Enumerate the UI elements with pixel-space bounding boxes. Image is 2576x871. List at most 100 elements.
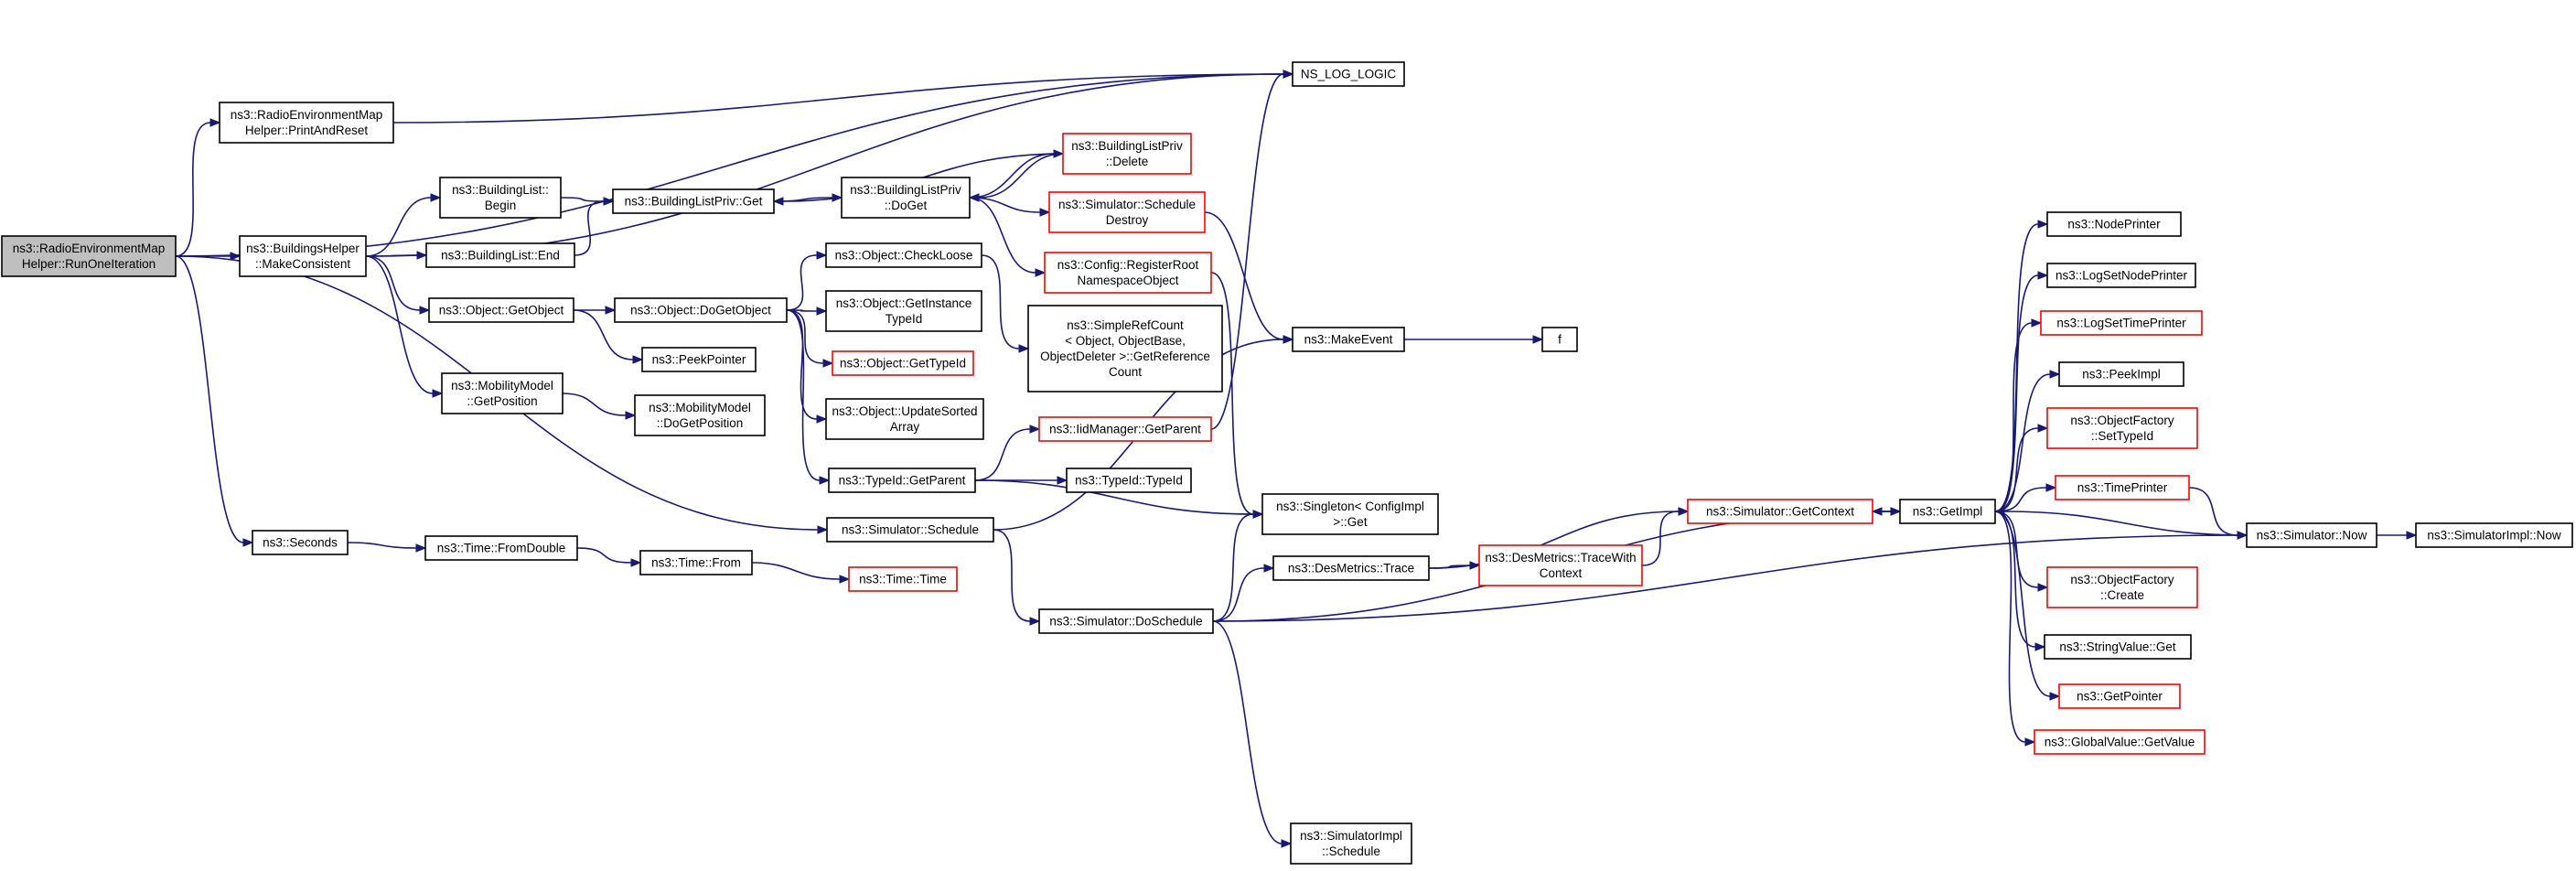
graph-node-n0[interactable]: ns3::RadioEnvironmentMapHelper::RunOneIt… [1, 235, 177, 277]
graph-node-n15[interactable]: ns3::Object::GetTypeId [832, 350, 974, 376]
edge-line [993, 529, 1031, 622]
graph-node-n7[interactable]: ns3::BuildingListPriv::DoGet [841, 177, 971, 219]
edge-line [969, 197, 1036, 274]
node-label-line: ns3::PeekPointer [652, 353, 746, 367]
edge-line [786, 309, 818, 420]
graph-node-n5[interactable]: ns3::BuildingList::End [425, 242, 575, 268]
edge-arrowhead-icon [816, 306, 828, 316]
node-label-line: ns3::GetImpl [1913, 505, 1983, 519]
graph-node-n48[interactable]: ns3::Simulator::Now [2246, 522, 2377, 548]
node-box [825, 242, 982, 268]
edge-arrowhead-icon [839, 575, 851, 584]
graph-node-n12[interactable]: ns3::Object::DoGetObject [614, 297, 788, 323]
edge-line [786, 309, 821, 481]
graph-node-n21[interactable]: ns3::IidManager::GetParent [1038, 416, 1212, 442]
graph-node-n45[interactable]: ns3::StringValue::Get [2044, 634, 2192, 660]
node-label-line: ns3::MakeEvent [1304, 333, 1393, 347]
graph-node-n31[interactable]: ns3::Time::Time [848, 566, 958, 592]
graph-node-n38[interactable]: ns3::NodePrinter [2046, 211, 2182, 237]
call-edge-n32-n36 [1212, 620, 1293, 848]
node-label-line: ns3::SimpleRefCount [1067, 318, 1184, 332]
graph-node-n46[interactable]: ns3::GetPointer [2058, 683, 2181, 709]
node-label-line: ::DoGetPosition [657, 416, 744, 430]
graph-node-n20[interactable]: ns3::MobilityModel::DoGetPosition [634, 394, 766, 436]
graph-node-n41[interactable]: ns3::PeekImpl [2058, 361, 2184, 387]
node-label-line: ns3::Object::GetInstance [836, 296, 972, 310]
graph-node-n19[interactable]: ns3::MobilityModel::GetPosition [441, 372, 564, 414]
graph-node-n13[interactable]: ns3::Object::CheckLoose [825, 242, 982, 268]
graph-node-n44[interactable]: ns3::ObjectFactory::Create [2046, 566, 2198, 608]
node-label-line: ns3::Object::GetTypeId [840, 357, 966, 371]
node-box [2046, 407, 2198, 449]
graph-node-n39[interactable]: ns3::LogSetNodePrinter [2046, 263, 2196, 288]
graph-node-n33[interactable]: ns3::DesMetrics::Trace [1272, 555, 1430, 581]
edge-arrowhead-icon [1532, 335, 1544, 344]
node-box [2246, 522, 2377, 548]
graph-node-n2[interactable]: ns3::RadioEnvironmentMapHelper::PrintAnd… [219, 102, 394, 144]
edge-arrowhead-icon [968, 193, 980, 202]
edge-arrowhead-icon [1029, 617, 1041, 626]
call-edge-n3-n4 [365, 193, 442, 257]
graph-node-n11[interactable]: ns3::Object::GetObject [428, 297, 574, 323]
graph-node-n30[interactable]: ns3::Time::From [639, 550, 753, 575]
graph-node-n47[interactable]: ns3::GlobalValue::GetValue [2034, 729, 2206, 755]
graph-node-n24[interactable]: ns3::MakeEvent [1292, 327, 1405, 352]
call-edge-n3-n5 [365, 251, 428, 260]
graph-node-n42[interactable]: ns3::ObjectFactory::SetTypeId [2046, 407, 2198, 449]
call-edge-n37-n43 [1994, 483, 2057, 512]
call-edge-n28-n29 [347, 542, 427, 553]
call-edge-n34-n35 [1641, 507, 1690, 566]
edge-line [365, 255, 434, 394]
node-box [828, 468, 976, 493]
call-edge-n21-n1 [1210, 70, 1294, 430]
node-label-line: ::Schedule [1322, 844, 1380, 858]
graph-node-n1[interactable]: NS_LOG_LOGIC [1292, 61, 1405, 87]
edge-arrowhead-icon [817, 525, 829, 534]
call-edge-n37-n35 [1871, 507, 1901, 516]
edge-arrowhead-icon [1018, 344, 1030, 353]
node-label-line: ns3::ObjectFactory [2070, 573, 2174, 586]
graph-node-n8[interactable]: ns3::BuildingListPriv::Delete [1062, 133, 1192, 175]
edge-arrowhead-icon [1057, 476, 1068, 485]
call-edge-n12-n15 [786, 309, 834, 368]
graph-node-n4[interactable]: ns3::BuildingList::Begin [439, 177, 562, 219]
graph-node-n18[interactable]: ns3::PeekPointer [641, 347, 757, 372]
node-label-line: ns3::SimulatorImpl::Now [2427, 529, 2561, 543]
node-label-line: ns3::Simulator::Schedule [842, 523, 979, 537]
edge-arrowhead-icon [2034, 642, 2046, 651]
node-label-line: Helper::PrintAndReset [245, 124, 369, 137]
graph-node-n35[interactable]: ns3::Simulator::GetContext [1687, 499, 1873, 524]
graph-node-n40[interactable]: ns3::LogSetTimePrinter [2040, 310, 2203, 336]
graph-node-n22[interactable]: ns3::TypeId::GetParent [828, 468, 976, 493]
node-label-line: Array [890, 420, 920, 434]
graph-node-n26[interactable]: ns3::Singleton< ConfigImpl>::Get [1261, 493, 1439, 535]
edge-arrowhead-icon [1871, 507, 1883, 516]
edge-line [573, 309, 634, 360]
call-edge-n32-n26 [1212, 510, 1264, 622]
edge-line [1994, 511, 2026, 743]
node-label-line: f [1558, 333, 1562, 347]
graph-node-n17[interactable]: ns3::SimpleRefCount< Object, ObjectBase,… [1027, 305, 1223, 392]
graph-node-n37[interactable]: ns3::GetImpl [1899, 499, 1996, 524]
graph-node-n32[interactable]: ns3::Simulator::DoSchedule [1038, 608, 1214, 634]
graph-node-n29[interactable]: ns3::Time::FromDouble [424, 535, 578, 561]
graph-node-n36[interactable]: ns3::SimulatorImpl::Schedule [1290, 823, 1412, 865]
graph-node-n27[interactable]: ns3::Simulator::Schedule [826, 517, 994, 543]
graph-node-n28[interactable]: ns3::Seconds [252, 530, 349, 555]
graph-node-n3[interactable]: ns3::BuildingsHelper::MakeConsistent [239, 235, 367, 277]
call-edge-n13-n17 [981, 254, 1030, 353]
graph-node-n43[interactable]: ns3::TimePrinter [2055, 475, 2190, 500]
graph-node-n49[interactable]: ns3::SimulatorImpl::Now [2415, 522, 2573, 548]
edge-line [1994, 511, 2039, 588]
graph-node-n6[interactable]: ns3::BuildingListPriv::Get [612, 188, 775, 214]
graph-node-n23[interactable]: ns3::TypeId::TypeId [1066, 468, 1192, 493]
node-label-line: Helper::RunOneIteration [22, 257, 156, 271]
node-box [1038, 416, 1212, 442]
graph-node-n25[interactable]: f [1541, 327, 1578, 352]
node-label-line: NamespaceObject [1077, 274, 1178, 287]
